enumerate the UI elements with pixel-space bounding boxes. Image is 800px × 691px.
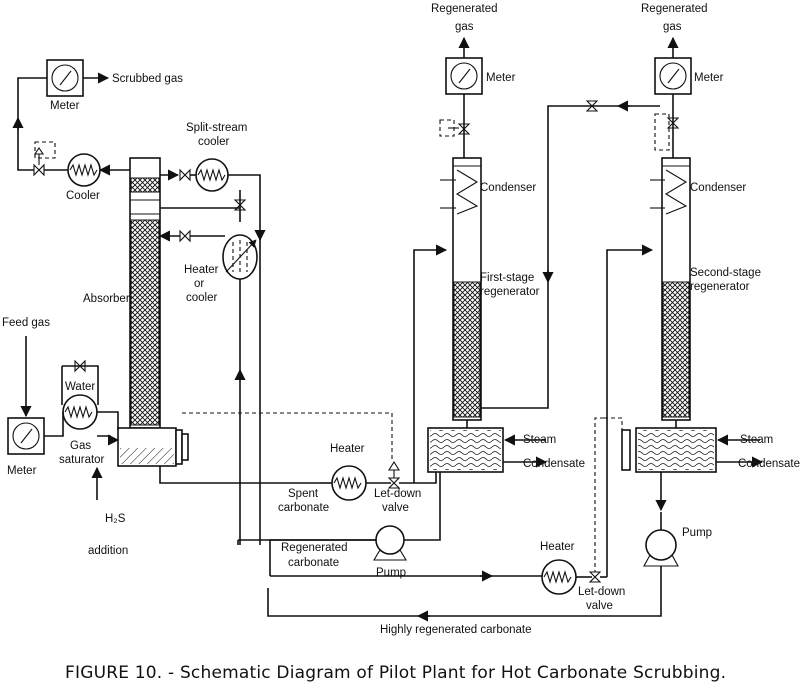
label-scrubbed-gas: Scrubbed gas	[112, 73, 183, 85]
label-heater-2: Heater	[540, 541, 575, 553]
label-first-stage-regenerator: First-stage regenerator	[480, 272, 540, 298]
pump-2	[645, 529, 677, 561]
let-down-valve-2	[588, 571, 602, 583]
label-let-down-valve-1: Let-down valve	[374, 488, 425, 514]
first-stage-packing	[453, 281, 481, 418]
absorber-section	[7, 59, 393, 545]
label-h2s-addition: H₂S addition	[88, 513, 129, 557]
diagram-labels: Scrubbed gas Meter Cooler Split-stream c…	[2, 3, 800, 636]
label-meter-1: Meter	[486, 72, 516, 84]
label-regen-gas-1: Regenerated gas	[431, 3, 501, 33]
label-spent-carbonate: Spent carbonate	[278, 488, 329, 514]
label-cooler: Cooler	[66, 190, 100, 202]
label-condenser-2: Condenser	[690, 182, 746, 194]
label-pump-2: Pump	[682, 527, 712, 539]
label-split-stream-cooler: Split-stream cooler	[186, 122, 251, 148]
label-meter-feed: Meter	[7, 465, 37, 477]
label-water: Water	[65, 381, 95, 393]
figure-caption: FIGURE 10. - Schematic Diagram of Pilot …	[65, 663, 726, 683]
label-meter-top-left: Meter	[50, 100, 80, 112]
label-absorber: Absorber	[83, 293, 130, 305]
label-steam-2: Steam	[740, 434, 773, 446]
label-pump-1: Pump	[376, 567, 406, 579]
label-condensate-1: Condensate	[523, 458, 585, 470]
second-stage-section	[267, 36, 764, 622]
label-steam-1: Steam	[523, 434, 556, 446]
label-let-down-valve-2: Let-down valve	[578, 586, 629, 612]
label-regen-gas-2: Regenerated gas	[641, 3, 711, 33]
label-second-stage-regenerator: Second-stage regenerator	[690, 267, 764, 293]
label-gas-saturator: Gas saturator	[59, 440, 105, 466]
let-down-valve-1	[387, 477, 401, 489]
absorber-demister	[130, 177, 160, 193]
label-meter-2: Meter	[694, 72, 724, 84]
label-condensate-2: Condensate	[738, 458, 800, 470]
label-highly-regenerated-carbonate: Highly regenerated carbonate	[380, 624, 532, 636]
valve-cooler	[33, 163, 45, 177]
absorber-packing	[130, 219, 160, 426]
pump-1	[375, 525, 405, 555]
label-feed-gas: Feed gas	[2, 317, 50, 329]
label-regenerated-carbonate: Regenerated carbonate	[281, 542, 351, 569]
first-stage-section	[237, 36, 548, 576]
label-heater-or-cooler: Heater or cooler	[184, 264, 222, 304]
label-heater-1: Heater	[330, 443, 365, 455]
label-condenser-1: Condenser	[480, 182, 536, 194]
second-stage-packing	[662, 281, 690, 418]
